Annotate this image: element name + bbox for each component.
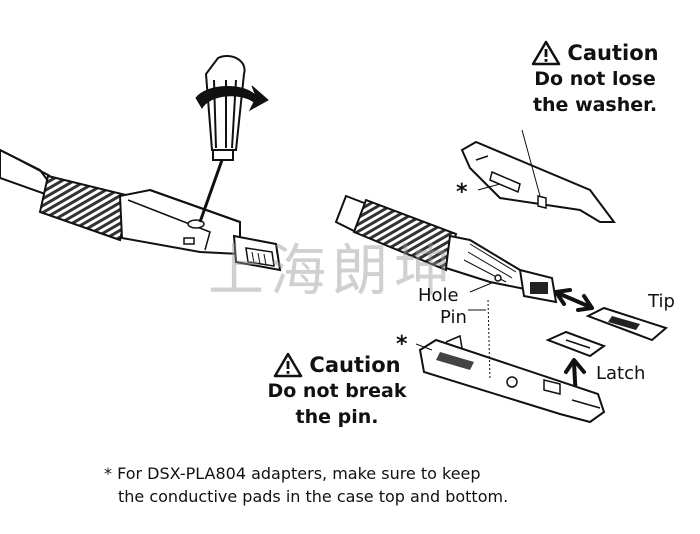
leader-lines [415,183,501,381]
right-strain-relief-spring [352,198,458,272]
latch-part [545,330,607,358]
warning-triangle-icon [532,40,561,66]
warning-triangle-icon [274,352,303,378]
footnote: * For DSX-PLA804 adapters, make sure to … [104,462,508,508]
right-wire-harness [444,234,532,292]
caution-top-heading-text: Caution [567,41,659,65]
right-case-bottom [418,334,606,424]
label-tip: Tip [648,291,675,312]
right-case-top [460,129,616,223]
caution-bottom-line2: the pin. [295,406,379,428]
label-latch: Latch [596,363,646,384]
caution-top-line2: the washer. [532,94,658,116]
caution-top-line1: Do not lose [534,68,656,90]
caution-bottom: Caution Do not break the pin. [262,352,412,430]
rotation-arrow-icon [195,85,269,112]
caution-bottom-line1: Do not break [267,380,407,402]
footnote-line2: the conductive pads in the case top and … [118,487,509,506]
caution-bottom-heading: Caution [262,352,412,378]
caution-top: Caution Do not lose the washer. [520,40,670,118]
caution-top-heading: Caution [520,40,670,66]
asterisk-marker-top: * [456,180,468,205]
footnote-line1: * For DSX-PLA804 adapters, make sure to … [104,464,481,483]
label-pin: Pin [440,307,467,328]
watermark: 上海朗坤 [208,239,456,304]
left-plug [232,234,282,272]
caution-bottom-heading-text: Caution [309,353,401,377]
tip-part [585,306,669,342]
screwdriver-icon [198,55,246,223]
double-arrow-icon [554,288,594,312]
label-hole: Hole [418,285,459,306]
asterisk-marker-bottom: * [396,332,408,357]
left-strain-relief-spring [38,174,132,242]
right-connector-head [518,268,558,304]
